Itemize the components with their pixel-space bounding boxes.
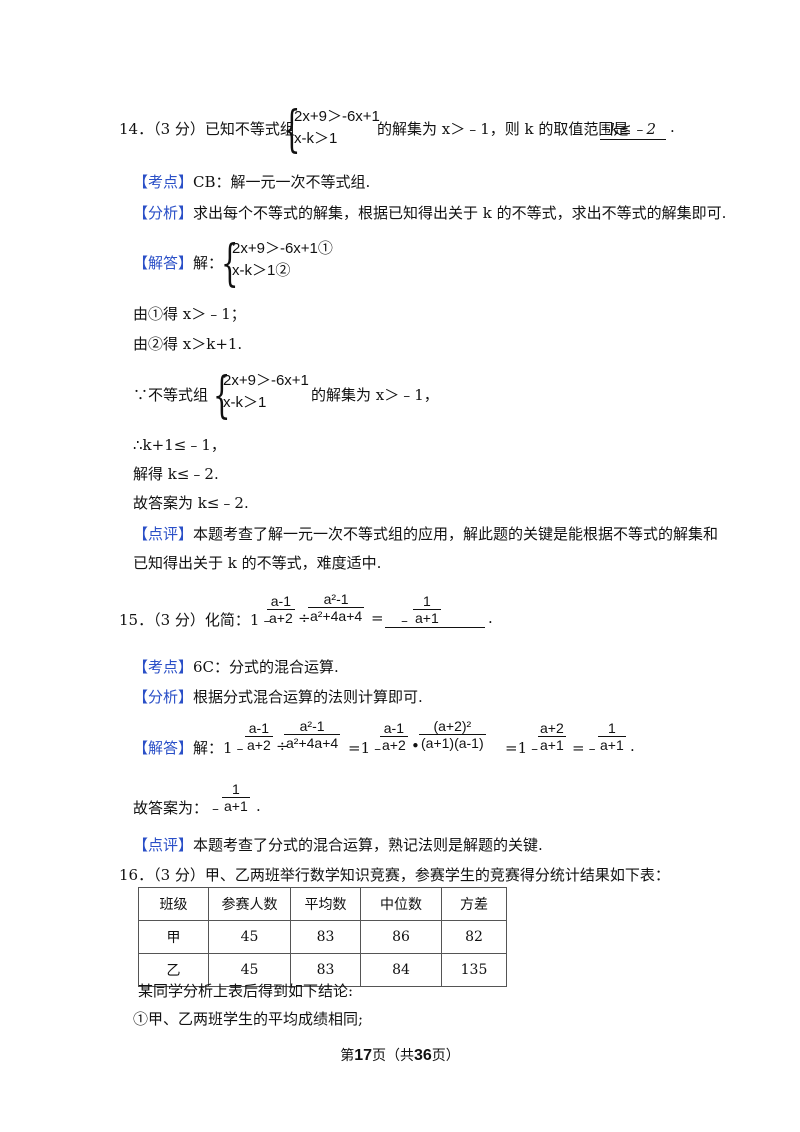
q15-answer-minus: ﹣	[397, 611, 413, 629]
q14-stem-prefix: 14．（3 分）已知不等式组	[119, 120, 295, 138]
q14-step1: 由①得 x＞﹣1；	[133, 305, 246, 323]
solution-end: .	[630, 737, 635, 755]
solution-eq-3: =﹣	[572, 739, 600, 757]
system-brace: {	[283, 100, 301, 158]
page-number: 17	[354, 1047, 372, 1064]
solution-eq-2: =1﹣	[505, 739, 543, 757]
jieda-prefix: 解：	[193, 254, 224, 272]
q15-stem-prefix: 15．（3 分）化简：1﹣	[119, 611, 275, 629]
jieda-tag: 【解答】	[133, 254, 194, 272]
q15-answer-blank	[385, 609, 485, 628]
header-cell: 班级	[138, 887, 209, 921]
inequality-1: 2x+9＞-6x+1①	[232, 240, 333, 257]
solution-dot: •	[411, 737, 420, 755]
q14-kaodian: 【考点】CB：解一元一次不等式组.	[133, 171, 370, 192]
q15-end: .	[488, 609, 493, 627]
jieda-prefix: 解：1﹣	[193, 739, 248, 757]
q14-jieda-system: 2x+9＞-6x+1① x-k＞1②	[232, 238, 333, 282]
header-cell: 方差	[441, 887, 507, 921]
header-cell: 参赛人数	[208, 887, 291, 921]
q16-stem: 16．（3 分）甲、乙两班举行数学知识竞赛，参赛学生的竞赛得分统计结果如下表：	[119, 866, 670, 884]
fenxi-tag: 【分析】	[133, 204, 194, 222]
solution-fraction-4: (a+2)²(a+1)(a-1)	[419, 718, 486, 751]
system-brace: {	[213, 366, 231, 424]
q14-step3-prefix: ∵不等式组	[133, 386, 209, 404]
q15-kaodian: 【考点】6C：分式的混合运算.	[133, 656, 339, 677]
table-cell: 甲	[138, 920, 209, 954]
q14-answer-blank: k≤﹣2	[600, 118, 666, 140]
table-cell: 83	[290, 920, 361, 954]
system-brace: {	[221, 234, 239, 292]
kaodian-tag: 【考点】	[133, 173, 194, 191]
table-cell: 135	[441, 953, 507, 987]
table-cell: 82	[441, 920, 507, 954]
kaodian-tag: 【考点】	[133, 658, 194, 676]
kaodian-text: CB：解一元一次不等式组.	[193, 173, 371, 191]
q15-final-end: .	[256, 797, 261, 815]
fenxi-text: 根据分式混合运算的法则计算即可.	[193, 688, 423, 706]
table-row: 甲 45 83 86 82	[138, 920, 507, 954]
dianping-text: 本题考查了分式的混合运算，熟记法则是解题的关键.	[193, 836, 543, 854]
solution-eq-1: =1﹣	[348, 739, 386, 757]
fenxi-text: 求出每个不等式的解集，根据已知得出关于 k 的不等式，求出不等式的解集即可.	[193, 204, 727, 222]
dianping-tag: 【点评】	[133, 525, 194, 543]
table-cell: 86	[360, 920, 442, 954]
dianping-tag: 【点评】	[133, 836, 194, 854]
table-cell: 45	[208, 953, 291, 987]
table-cell: 45	[208, 920, 291, 954]
table-cell: 83	[290, 953, 361, 987]
q14-system: 2x+9＞-6x+1 x-k＞1	[294, 106, 380, 150]
inequality-1: 2x+9＞-6x+1	[223, 372, 309, 389]
inequality-2: x-k＞1	[223, 394, 267, 411]
q14-fenxi: 【分析】求出每个不等式的解集，根据已知得出关于 k 的不等式，求出不等式的解集即…	[133, 202, 726, 223]
fenxi-tag: 【分析】	[133, 688, 194, 706]
inequality-2: x-k＞1②	[232, 262, 291, 279]
q15-final-prefix: 故答案为：﹣	[133, 799, 224, 817]
q14-jieda-label: 【解答】解：	[133, 252, 223, 273]
table-cell: 84	[360, 953, 442, 987]
page-footer: 第17页（共36页）	[340, 1047, 460, 1064]
q14-stem-tail: 的解集为 x＞﹣1，则 k 的取值范围是	[377, 120, 629, 138]
solution-div: ÷	[276, 737, 289, 755]
q14-step5: 解得 k≤﹣2.	[133, 465, 219, 483]
header-cell: 中位数	[360, 887, 442, 921]
inequality-1: 2x+9＞-6x+1	[294, 108, 380, 125]
q15-eq: =	[371, 609, 384, 627]
inequality-2: x-k＞1	[294, 130, 338, 147]
q16-conclusion-1: ①甲、乙两班学生的平均成绩相同;	[133, 1010, 364, 1028]
kaodian-text: 6C：分式的混合运算.	[193, 658, 339, 676]
q15-fenxi: 【分析】根据分式混合运算的法则计算即可.	[133, 686, 423, 707]
jieda-tag: 【解答】	[133, 739, 194, 757]
q14-step3-tail: 的解集为 x＞﹣1，	[311, 386, 439, 404]
q14-step6: 故答案为 k≤﹣2.	[133, 494, 249, 512]
q14-dianping: 【点评】本题考查了解一元一次不等式组的应用，解此题的关键是能根据不等式的解集和	[133, 523, 718, 544]
q14-dianping-cont: 已知得出关于 k 的不等式，难度适中.	[133, 554, 382, 572]
q14-step3-system: 2x+9＞-6x+1 x-k＞1	[223, 370, 309, 414]
q15-jieda-label: 【解答】解：1﹣	[133, 737, 248, 758]
table-header-row: 班级 参赛人数 平均数 中位数 方差	[138, 887, 507, 921]
page-total: 36	[414, 1047, 432, 1064]
q15-dianping: 【点评】本题考查了分式的混合运算，熟记法则是解题的关键.	[133, 834, 543, 855]
q15-div: ÷	[298, 609, 311, 627]
q14-step2: 由②得 x＞k+1.	[133, 335, 243, 353]
q16-after-table: 某同学分析上表后得到如下结论:	[138, 982, 354, 1000]
dianping-text: 本题考查了解一元一次不等式组的应用，解此题的关键是能根据不等式的解集和	[193, 525, 719, 543]
header-cell: 平均数	[290, 887, 361, 921]
q14-step4: ∴k+1≤﹣1，	[133, 436, 226, 454]
table-row: 乙 45 83 84 135	[138, 953, 507, 987]
score-stats-table: 班级 参赛人数 平均数 中位数 方差 甲 45 83 86 82 乙 45 83…	[138, 887, 507, 987]
q14-end: .	[670, 118, 675, 136]
